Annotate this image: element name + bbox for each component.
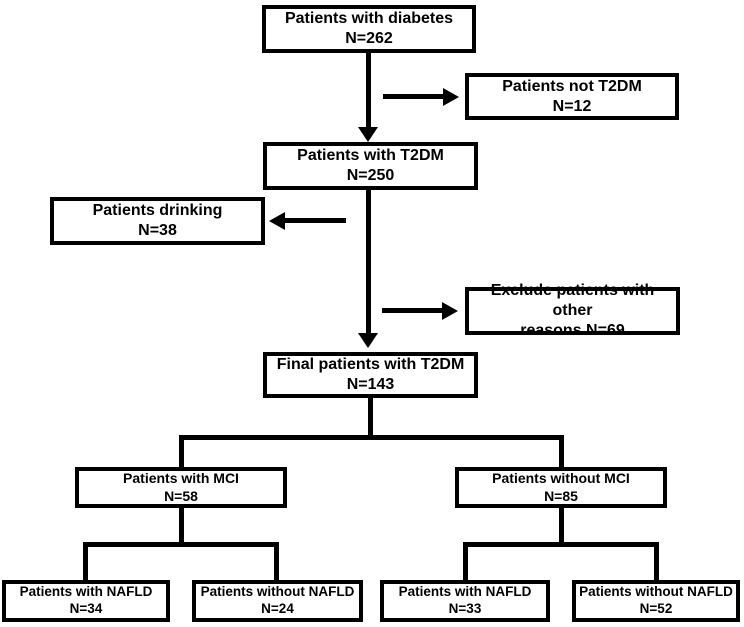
- node-patients-drinking: Patients drinking N=38: [50, 197, 265, 245]
- tree-mci-stub: [179, 508, 184, 547]
- node-patients-with-mci: Patients with MCI N=58: [75, 467, 287, 508]
- arrowhead-down-to-final-icon: [358, 333, 378, 348]
- tree-mci-horizontal: [83, 542, 279, 547]
- node-label: Patients without MCI: [492, 470, 630, 486]
- node-final-patients-t2dm: Final patients with T2DM N=143: [263, 352, 478, 398]
- node-label: Patients drinking: [92, 202, 223, 219]
- node-count: N=12: [552, 97, 592, 115]
- node-label: Patients with NAFLD: [19, 584, 153, 600]
- tree-stub-to-mci-no-nafld: [274, 542, 279, 580]
- tree-stub-to-no-mci: [559, 435, 564, 467]
- node-patients-without-mci: Patients without MCI N=85: [455, 467, 667, 508]
- node-label: Patients without NAFLD: [200, 584, 355, 600]
- tree-final-horizontal: [179, 435, 564, 440]
- arrowhead-right-to-not-t2dm-icon: [443, 88, 459, 106]
- node-label: Final patients with T2DM: [276, 356, 465, 373]
- tree-stub-to-nomci-nafld: [463, 542, 468, 580]
- node-exclude-other-reasons: Exclude patients with other reasons N=69: [465, 282, 680, 339]
- node-label: Patients with NAFLD: [398, 584, 532, 600]
- node-count: reasons N=69: [520, 322, 625, 339]
- node-count: N=24: [261, 601, 294, 616]
- node-patients-with-t2dm: Patients with T2DM N=250: [263, 142, 478, 190]
- node-count: N=262: [345, 30, 393, 47]
- connector-to-exclude: [382, 308, 442, 313]
- connector-t2dm-to-final: [366, 190, 371, 334]
- node-nomci-without-nafld: Patients without NAFLD N=52: [572, 580, 740, 622]
- node-mci-without-nafld: Patients without NAFLD N=24: [192, 580, 363, 622]
- node-patients-with-diabetes: Patients with diabetes N=262: [262, 5, 476, 53]
- tree-stub-to-mci: [179, 435, 184, 467]
- node-label: Patients with T2DM: [297, 147, 444, 164]
- node-label: Patients with MCI: [123, 470, 239, 486]
- node-label: Patients with diabetes: [284, 10, 454, 27]
- connector-to-not-t2dm: [383, 94, 443, 99]
- node-label: Exclude patients with other: [490, 282, 655, 319]
- node-count: N=34: [69, 601, 103, 616]
- node-count: N=143: [346, 376, 395, 393]
- node-count: N=250: [346, 167, 395, 184]
- arrowhead-left-to-drinking-icon: [269, 212, 285, 230]
- node-count: N=38: [138, 222, 177, 239]
- node-label: Patients not T2DM: [502, 77, 642, 95]
- node-label: Patients without NAFLD: [579, 584, 733, 600]
- tree-stub-to-mci-nafld: [83, 542, 88, 580]
- connector-diabetes-to-t2dm: [366, 53, 371, 129]
- tree-no-mci-stub: [559, 508, 564, 547]
- node-count: N=52: [639, 601, 673, 616]
- node-count: N=33: [448, 601, 482, 616]
- node-count: N=85: [544, 487, 578, 504]
- tree-no-mci-horizontal: [463, 542, 659, 547]
- node-mci-with-nafld: Patients with NAFLD N=34: [2, 580, 170, 622]
- node-nomci-with-nafld: Patients with NAFLD N=33: [380, 580, 550, 622]
- tree-stub-to-nomci-no-nafld: [654, 542, 659, 580]
- arrowhead-right-to-exclude-icon: [442, 302, 458, 320]
- connector-to-drinking: [285, 218, 346, 223]
- arrowhead-down-to-t2dm-icon: [358, 127, 378, 142]
- node-count: N=58: [164, 487, 198, 504]
- node-patients-not-t2dm: Patients not T2DM N=12: [465, 73, 679, 120]
- tree-final-stub: [368, 398, 373, 440]
